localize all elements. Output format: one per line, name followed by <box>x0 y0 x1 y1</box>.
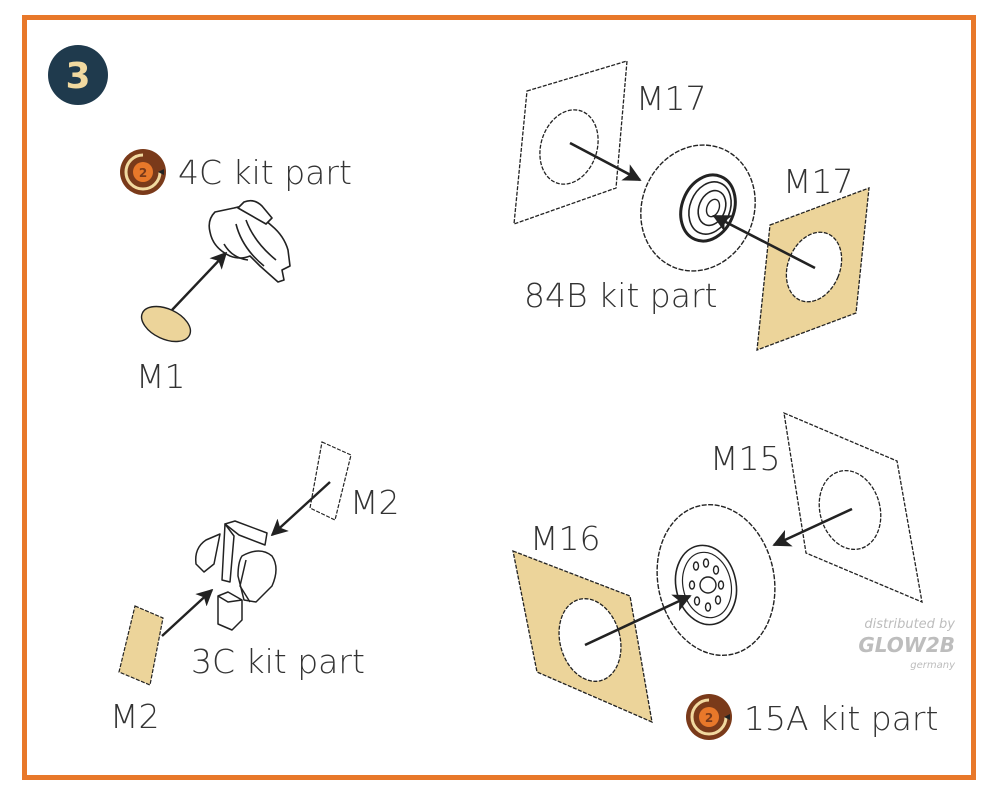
arrow <box>270 481 331 537</box>
arrow <box>569 141 642 182</box>
m1-disc <box>140 305 192 343</box>
watermark: distributed by GLOW2B germany <box>858 617 956 671</box>
kit-part-3c <box>194 520 277 631</box>
part-label-m2-lower: M2 <box>110 697 159 736</box>
watermark-line3: germany <box>910 660 956 671</box>
wheel-15a <box>656 503 776 657</box>
assembly-bottom-left: M2 M2 3C kit part <box>110 441 399 736</box>
arrow <box>772 507 853 547</box>
part-label-m15: M15 <box>710 439 780 478</box>
kit-part-4c <box>208 199 291 283</box>
instruction-frame <box>22 15 976 780</box>
part-label-m2-upper: M2 <box>350 483 399 522</box>
assembly-top-right: M17 M17 84B kit part <box>513 60 870 351</box>
kit-part-label: 3C kit part <box>191 642 365 681</box>
watermark-line1: distributed by <box>864 617 955 632</box>
kit-part-label: 4C kit part <box>178 153 352 192</box>
kit-part-reference-icon: 2 <box>686 694 732 740</box>
m15-mask-outline <box>783 411 923 604</box>
arrow <box>171 251 228 311</box>
assembly-bottom-right: M15 M16 <box>512 411 938 740</box>
part-label-m1: M1 <box>136 357 185 396</box>
part-label-m17-right: M17 <box>783 162 853 201</box>
kit-part-label: 84B kit part <box>524 276 717 315</box>
wheel-84b <box>640 144 756 272</box>
kit-part-label: 15A kit part <box>744 699 938 738</box>
part-label-m16: M16 <box>530 519 600 558</box>
watermark-logo: GLOW2B <box>858 633 955 657</box>
kit-icon-number: 2 <box>705 711 713 725</box>
arrow <box>161 588 214 637</box>
arrow <box>712 214 816 270</box>
part-label-m17-left: M17 <box>636 79 706 118</box>
assembly-top-left: 2 4C kit part M1 <box>120 149 352 396</box>
step-number: 3 <box>65 56 90 97</box>
m17-mask-colored <box>756 187 870 351</box>
m2-strip-colored <box>118 605 164 686</box>
kit-icon-number: 2 <box>139 166 147 180</box>
arrow <box>584 594 692 647</box>
m16-mask-colored <box>512 549 653 724</box>
step-badge: 3 <box>48 45 108 105</box>
kit-part-reference-icon: 2 <box>120 149 166 195</box>
m2-strip-outline <box>309 441 352 521</box>
